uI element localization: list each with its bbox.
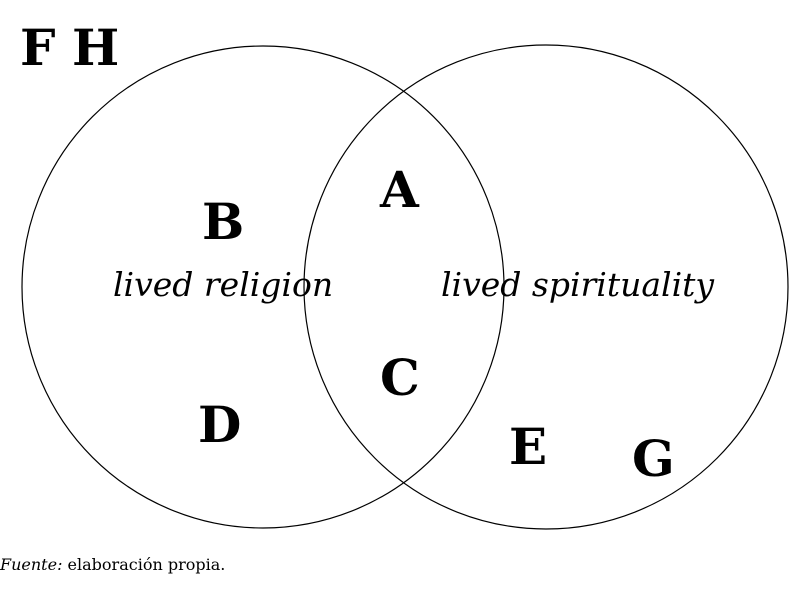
label-lived-spirituality: lived spirituality <box>441 265 715 304</box>
source-note: Fuente: elaboración propia. <box>0 555 225 574</box>
label-lived-religion: lived religion <box>113 265 334 304</box>
letter-e: E <box>509 417 548 476</box>
circle-lived-religion <box>21 45 505 529</box>
letter-a: A <box>380 160 419 219</box>
source-prefix: Fuente: <box>0 555 63 574</box>
letter-h: H <box>72 18 120 77</box>
source-text: elaboración propia. <box>62 555 226 574</box>
letter-d: D <box>198 395 242 454</box>
letter-g: G <box>632 429 675 488</box>
letter-c: C <box>380 348 420 407</box>
letter-f: F <box>20 18 56 77</box>
letter-b: B <box>202 192 245 251</box>
circle-lived-spirituality <box>303 44 789 530</box>
